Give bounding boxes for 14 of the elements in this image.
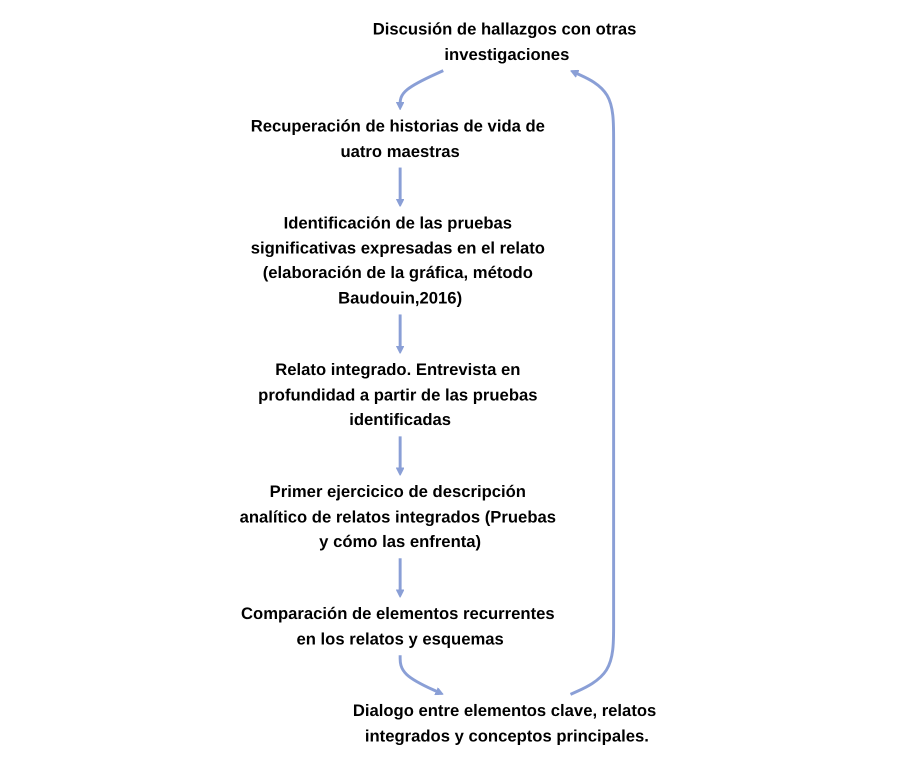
arrow [398,655,444,696]
arrow [396,69,444,110]
arrow [396,168,404,208]
node-text: Discusión de hallazgos con otras investigaciones [372,20,636,64]
node-text: Relato integrado. Entrevista en profundidad a partir de las pruebas identificadas [258,360,538,430]
node-text: Recuperación de historias de vida de uatro maestras [250,116,545,160]
node-text: Comparación de elementos recurrentes en los relatos y esquemas [240,604,555,648]
arrow [570,70,616,696]
node-text: Dialogo entre elementos clave, relatos integrados y conceptos principales. [352,701,656,745]
arrow [396,558,404,598]
node-text: Primer ejercicico de descripción analítico de relatos integrados (Pruebas y cómo las enfrenta) [240,482,556,551]
arrow [396,314,404,354]
node-text: Identificación de las pruebas significativas expresadas en el relato (elaboración de la gráfica, método Baudouin,2016) [250,214,545,308]
arrow [396,436,404,476]
